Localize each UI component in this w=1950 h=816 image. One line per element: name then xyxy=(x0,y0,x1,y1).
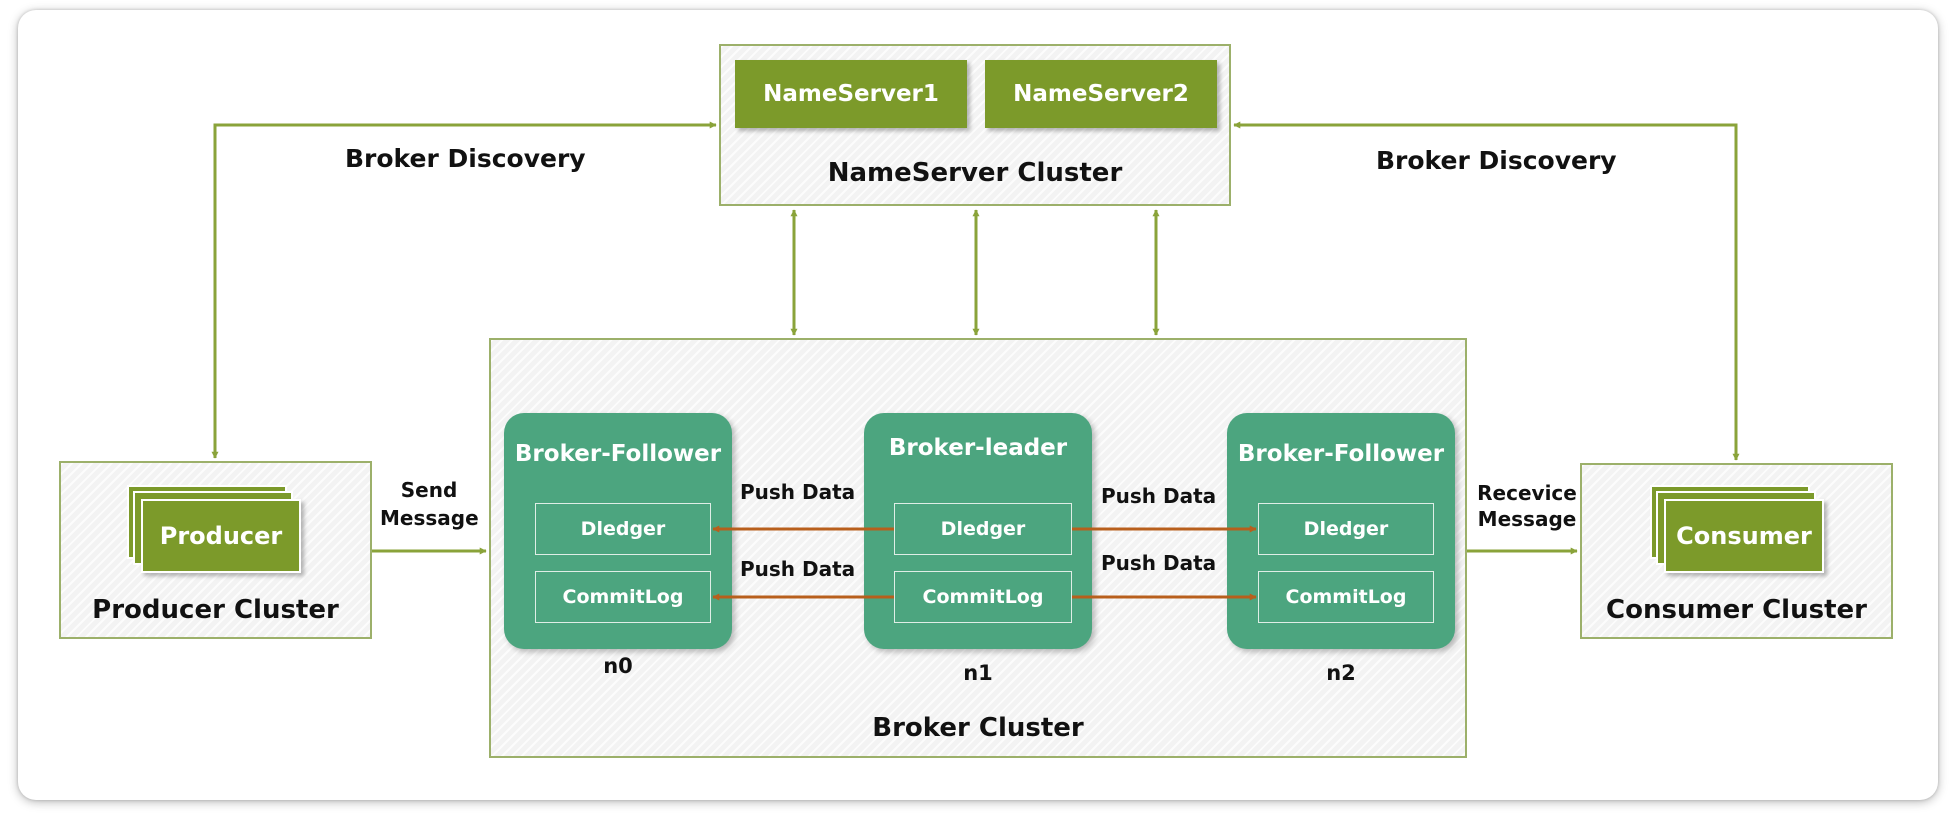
producer-cluster-label: Producer Cluster xyxy=(92,595,339,625)
receive-message-label: Recevice Message xyxy=(1472,480,1582,532)
broker-n2-commitlog: CommitLog xyxy=(1258,571,1434,623)
consumer-node-label: Consumer xyxy=(1676,522,1812,550)
broker-n0-commitlog-label: CommitLog xyxy=(562,586,684,608)
broker-cluster-label: Broker Cluster xyxy=(872,713,1084,743)
nameserver-1: NameServer1 xyxy=(735,60,967,128)
node-id-n0: n0 xyxy=(603,654,633,678)
consumer-cluster-label: Consumer Cluster xyxy=(1606,595,1867,625)
receive-message-line2: Message xyxy=(1477,507,1577,531)
broker-n2-commitlog-label: CommitLog xyxy=(1285,586,1407,608)
broker-n2-dledger-label: Dledger xyxy=(1303,518,1389,540)
push-data-right-bottom-label: Push Data xyxy=(1101,551,1217,575)
nameserver-cluster: NameServer1 NameServer2 NameServer Clust… xyxy=(719,44,1231,206)
producer-cluster: Producer Producer Cluster xyxy=(59,461,372,639)
broker-leader-n1: Broker-leader Dledger CommitLog xyxy=(864,413,1092,649)
broker-n0-dledger-label: Dledger xyxy=(580,518,666,540)
broker-n0-commitlog: CommitLog xyxy=(535,571,711,623)
send-message-line1: Send xyxy=(400,478,458,502)
broker-n0-dledger: Dledger xyxy=(535,503,711,555)
discovery-right-arrow xyxy=(1233,121,1740,461)
send-message-label: Send Message xyxy=(380,476,479,532)
push-data-left-top-label: Push Data xyxy=(740,480,856,504)
nameserver-1-label: NameServer1 xyxy=(763,81,939,107)
push-data-left-bottom-label: Push Data xyxy=(740,557,856,581)
connector-arrows xyxy=(211,121,1740,601)
broker-n2-dledger: Dledger xyxy=(1258,503,1434,555)
push-data-right-top-label: Push Data xyxy=(1101,484,1217,508)
consumer-node: Consumer xyxy=(1664,499,1824,573)
broker-n1-commitlog: CommitLog xyxy=(894,571,1072,623)
send-message-line2: Message xyxy=(380,506,479,530)
broker-n1-dledger: Dledger xyxy=(894,503,1072,555)
receive-message-line1: Recevice xyxy=(1477,481,1577,505)
broker-n1-commitlog-label: CommitLog xyxy=(922,586,1044,608)
nameserver-2-label: NameServer2 xyxy=(1013,81,1189,107)
nameserver-2: NameServer2 xyxy=(985,60,1217,128)
consumer-cluster: Consumer Consumer Cluster xyxy=(1580,463,1893,639)
producer-node-label: Producer xyxy=(159,522,283,550)
producer-node: Producer xyxy=(141,499,301,573)
node-id-n1: n1 xyxy=(963,661,993,685)
diagram-frame: NameServer1 NameServer2 NameServer Clust… xyxy=(18,10,1938,800)
broker-n1-dledger-label: Dledger xyxy=(940,518,1026,540)
nameserver-cluster-label: NameServer Cluster xyxy=(827,158,1123,188)
discovery-left-arrow xyxy=(211,121,717,459)
node-id-n2: n2 xyxy=(1326,661,1356,685)
broker-n1-title: Broker-leader xyxy=(888,435,1068,461)
